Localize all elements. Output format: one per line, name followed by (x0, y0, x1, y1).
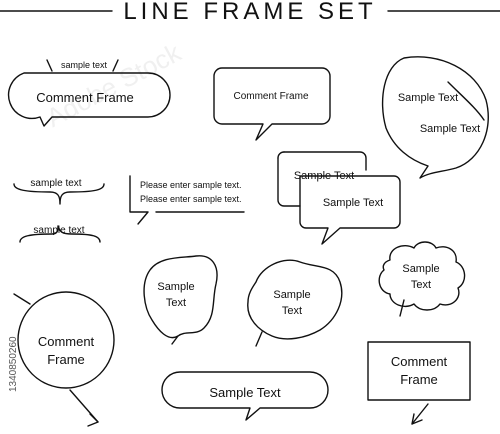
page-title: LINE FRAME SET (123, 0, 377, 25)
blob2-line1: Sample (273, 289, 311, 301)
blob1-line1: Sample (157, 281, 195, 293)
blob2-line2: Text (281, 305, 303, 317)
blob-frame-1 (143, 255, 218, 345)
double-rect-frame (277, 151, 401, 245)
brace-bottom-text: sample text (33, 225, 85, 236)
oval-speech-frame (381, 56, 489, 179)
rect-arrow-frame (367, 341, 471, 425)
cloud-frame (378, 241, 466, 317)
brace-frame-top (13, 183, 105, 205)
stock-id: 1340850260 (8, 336, 19, 392)
rect-bottom-line2: Frame (400, 372, 438, 387)
open-bracket-frame (129, 175, 245, 225)
pill-frame (161, 371, 329, 421)
enter-text-line1: Please enter sample text. (140, 180, 242, 190)
blob1-line2: Text (165, 297, 187, 309)
brace-top-text: sample text (30, 178, 82, 189)
cloud-line2: Text (410, 279, 432, 291)
rounded-comment-frame (7, 59, 171, 127)
rounded-frame-text: Comment Frame (36, 90, 134, 105)
circle-arrow-frame (13, 291, 115, 427)
blob-frame-2 (247, 259, 343, 347)
oval-frame-line2: Sample Text (419, 123, 481, 135)
rounded-frame-top-label: sample text (60, 60, 108, 70)
enter-text-line2: Please enter sample text. (140, 194, 242, 204)
brace-frame-bottom (19, 225, 101, 243)
double-frame-line2: Sample Text (322, 197, 384, 209)
cloud-line1: Sample (402, 263, 440, 275)
double-frame-line1: Sample Text (293, 170, 355, 182)
circle-line1: Comment (37, 334, 95, 349)
pill-text: Sample Text (209, 385, 281, 400)
oval-frame-line1: Sample Text (397, 92, 459, 104)
rect-frame-text: Comment Frame (233, 91, 309, 102)
rect-bottom-line1: Comment (390, 354, 448, 369)
circle-line2: Frame (47, 352, 85, 367)
rect-comment-frame (213, 67, 331, 141)
